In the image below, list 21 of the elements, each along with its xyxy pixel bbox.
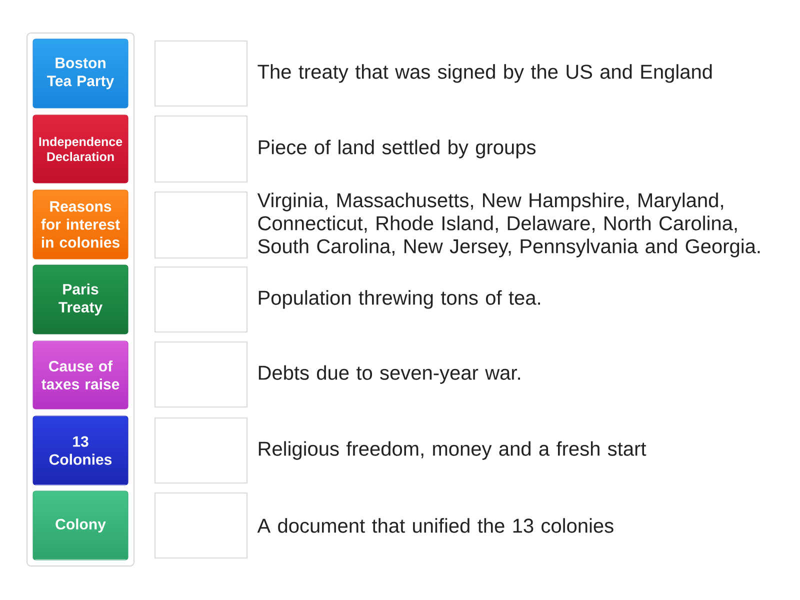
answer-box — [154, 40, 248, 106]
answer-tile: 13 Colonies — [32, 416, 128, 486]
answer-box — [154, 266, 248, 332]
description-text: Virginia, Massachusetts, New Hampshire, Maryland, Connecticut, Rhode Island, Delaware, North Carolina, South Carolina, New Jersey, Pennsylvania and Georgia. — [257, 192, 760, 258]
description-text: A document that unified the 13 colonies — [257, 518, 614, 533]
answer-tile: Boston Tea Party — [32, 38, 128, 108]
answer-box — [154, 342, 248, 408]
description-text: Population threwing tons of tea. — [258, 290, 540, 309]
answer-box — [154, 418, 248, 484]
answer-tile: Colony — [32, 490, 128, 560]
answer-box — [154, 492, 248, 558]
answer-tile: Reasons for interest in colonies — [32, 190, 128, 260]
answer-box — [154, 116, 248, 182]
answer-tile: Cause of taxes raise — [32, 340, 128, 410]
answer-box — [154, 192, 248, 258]
answer-tile: Independence Declaration — [32, 114, 128, 184]
description-text: Religious freedom, money and a fresh start — [258, 441, 646, 460]
description-text: The treaty that was signed by the US and England — [258, 64, 712, 83]
description-text: Debts due to seven-year war. — [258, 365, 520, 384]
description-text: Piece of land settled by groups — [258, 140, 536, 158]
answer-tile: Paris Treaty — [32, 264, 128, 334]
